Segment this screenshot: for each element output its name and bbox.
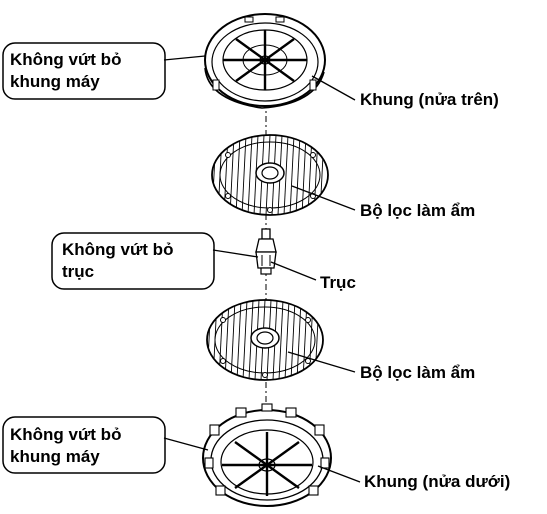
label-frame-upper: Khung (nửa trên) xyxy=(360,90,499,109)
callout-top-line1: Không vứt bỏ xyxy=(10,50,121,69)
humidifying-filter-upper xyxy=(211,134,329,216)
callout-bottom-line2: khung máy xyxy=(10,447,100,466)
leader-shaft xyxy=(270,261,317,281)
callout-middle-line1: Không vứt bỏ xyxy=(62,240,173,259)
leader-frame-top xyxy=(311,75,356,101)
callout-middle-line2: trục xyxy=(62,262,94,281)
callout-bottom-line1: Không vứt bỏ xyxy=(10,425,121,444)
callout-keep-frame-top: Không vứt bỏ khung máy xyxy=(2,42,206,100)
leader-filter-upper xyxy=(291,185,356,211)
frame-upper-half xyxy=(204,13,326,109)
label-filter-lower: Bộ lọc làm ẩm xyxy=(360,363,475,382)
callout-top-line2: khung máy xyxy=(10,72,100,91)
humidifying-filter-lower xyxy=(206,299,324,381)
shaft-part xyxy=(255,228,277,275)
leader-frame-bottom xyxy=(317,465,361,483)
label-frame-lower: Khung (nửa dưới) xyxy=(364,472,510,491)
label-shaft: Trục xyxy=(320,273,356,292)
callout-keep-shaft: Không vứt bỏ trục xyxy=(51,232,259,290)
callout-keep-frame-bottom: Không vứt bỏ khung máy xyxy=(2,416,209,474)
frame-lower-half xyxy=(202,403,332,507)
leader-filter-lower xyxy=(287,351,356,373)
label-filter-upper: Bộ lọc làm ẩm xyxy=(360,201,475,220)
